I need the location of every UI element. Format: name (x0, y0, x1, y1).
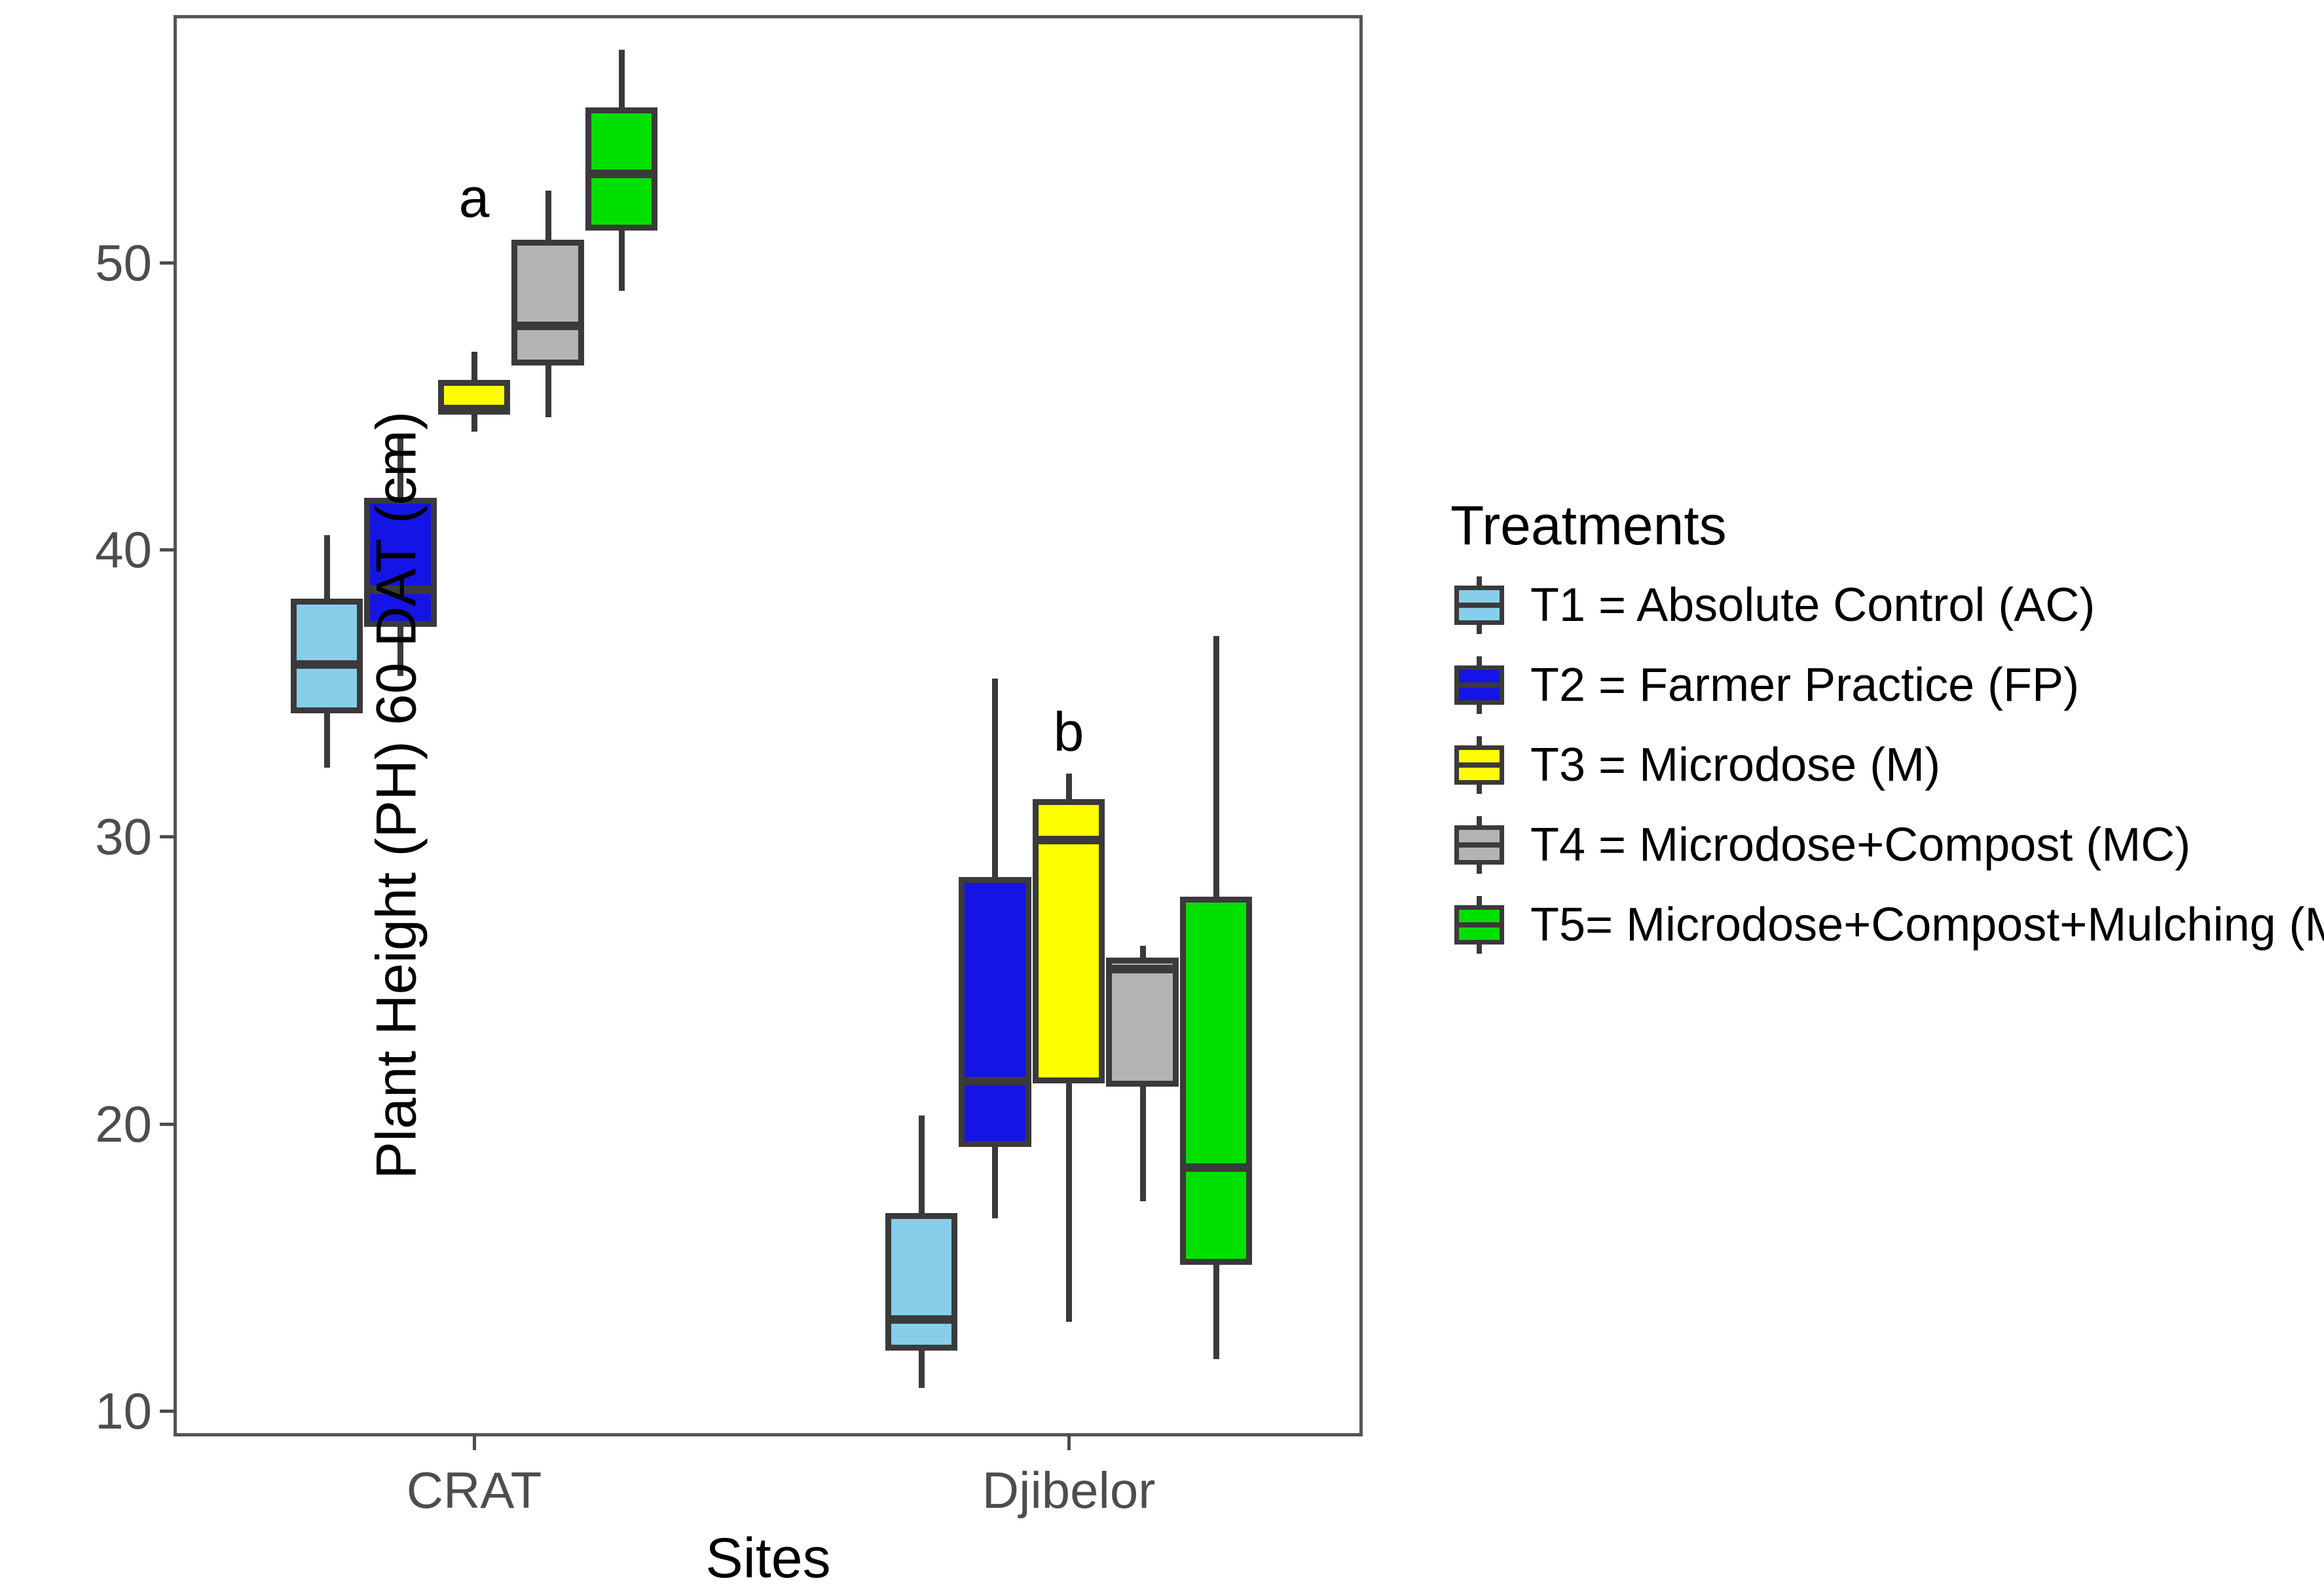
legend-title: Treatments (1450, 495, 1727, 556)
box-whisker-lower (992, 1146, 999, 1219)
significance-annotation: b (1053, 701, 1084, 763)
y-axis-tick-mark (160, 835, 177, 839)
box-plot-box (959, 876, 1031, 1147)
box-plot-box (511, 239, 584, 366)
legend-item-label: T3 = Microdose (M) (1530, 739, 1941, 791)
legend-rows: T1 = Absolute Control (AC) T2 = Farmer Pr… (1450, 576, 2324, 954)
box-whisker-lower (1139, 1086, 1146, 1202)
y-axis-tick-mark (160, 261, 177, 265)
box-whisker-lower (545, 365, 551, 418)
legend-swatch-icon (1450, 896, 1508, 954)
box-plot-box (290, 598, 363, 713)
box-plot-box (364, 498, 437, 627)
box-whisker-upper (1139, 945, 1146, 958)
legend-item[interactable]: T4 = Microdose+Compost (MC) (1450, 816, 2302, 874)
legend-item-label: T2 = Farmer Practice (FP) (1530, 659, 2080, 711)
box-whisker-lower (323, 713, 330, 768)
box-whisker-lower (619, 231, 625, 291)
y-axis-tick-label: 30 (95, 808, 152, 866)
box-whisker-upper (397, 434, 404, 498)
y-axis-tick-mark (160, 548, 177, 552)
box-whisker-upper (545, 191, 551, 240)
box-whisker-lower (1213, 1264, 1220, 1360)
box-median-line (585, 169, 658, 178)
box-median-line (885, 1315, 957, 1324)
box-plot-box (1180, 897, 1253, 1265)
box-median-line (1180, 1163, 1253, 1172)
legend-item-label: T5= Microdose+Compost+Mulching (MCM) (1530, 899, 2324, 951)
box-whisker-upper (323, 535, 330, 599)
legend-item[interactable]: T3 = Microdose (M) (1450, 736, 2302, 794)
legend-swatch-icon (1450, 736, 1508, 794)
y-axis-tick-mark (160, 1410, 177, 1413)
box-plot-box (885, 1212, 957, 1351)
box-plot-box (1106, 957, 1179, 1087)
box-median-line (1032, 835, 1105, 844)
box-whisker-upper (1213, 635, 1220, 897)
box-whisker-upper (992, 679, 999, 877)
box-plot-box (585, 107, 658, 231)
legend-item[interactable]: T1 = Absolute Control (AC) (1450, 576, 2302, 634)
y-axis-tick-label: 10 (95, 1382, 152, 1440)
box-whisker-lower (918, 1351, 925, 1389)
x-axis-title: Sites (705, 1527, 831, 1590)
legend-item-label: T4 = Microdose+Compost (MC) (1530, 819, 2191, 871)
box-plot-box (1032, 799, 1105, 1084)
legend-swatch-icon (1450, 816, 1508, 874)
box-whisker-upper (619, 50, 625, 107)
box-median-line (364, 586, 437, 595)
box-whisker-upper (918, 1115, 925, 1213)
y-axis-tick-label: 20 (95, 1095, 152, 1153)
box-whisker-lower (1066, 1083, 1072, 1322)
legend-item-label: T1 = Absolute Control (AC) (1530, 579, 2095, 631)
legend-swatch-icon (1450, 656, 1508, 714)
box-median-line (290, 660, 363, 669)
box-median-line (511, 322, 584, 331)
x-axis-tick-label: Djibelor (982, 1461, 1156, 1519)
x-axis-tick-mark (1067, 1433, 1071, 1450)
y-axis-tick-mark (160, 1122, 177, 1126)
y-axis-tick-label: 40 (95, 521, 152, 578)
box-median-line (437, 405, 511, 414)
legend-item[interactable]: T2 = Farmer Practice (FP) (1450, 656, 2302, 714)
legend-item[interactable]: T5= Microdose+Compost+Mulching (MCM) (1450, 896, 2324, 954)
box-whisker-lower (397, 627, 404, 676)
legend-swatch-icon (1450, 576, 1508, 634)
y-axis-title: Plant Height (PH) 60 DAT (cm) (365, 411, 428, 1180)
y-axis-tick-label: 50 (95, 233, 152, 291)
box-whisker-upper (1066, 773, 1072, 800)
significance-annotation: a (458, 166, 490, 229)
x-axis-tick-label: CRAT (406, 1461, 542, 1519)
x-axis-tick-mark (473, 1433, 476, 1450)
legend: Treatments T1 = Absolute Control (AC) T2 … (1450, 495, 2324, 976)
box-whisker-lower (471, 414, 477, 432)
box-median-line (1106, 965, 1179, 974)
box-whisker-upper (471, 351, 477, 381)
box-median-line (959, 1077, 1031, 1086)
